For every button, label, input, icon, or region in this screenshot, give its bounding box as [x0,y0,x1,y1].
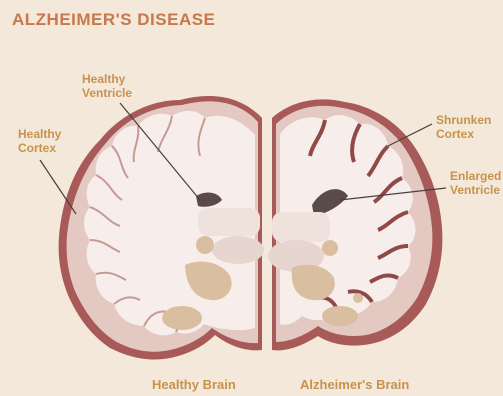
healthy-ventricle-label-line2: Ventricle [82,86,132,100]
alzheimers-temporal-structure [322,306,358,326]
healthy-basal-ganglia [196,236,214,254]
alzheimers-brain-caption: Alzheimer's Brain [300,377,409,392]
healthy-cortex-label: Healthy Cortex [18,127,61,155]
enlarged-ventricle-label-line2: Ventricle [450,183,501,197]
healthy-brain-caption: Healthy Brain [152,377,236,392]
shrunken-cortex-label-line1: Shrunken [436,113,491,127]
healthy-thalamus [212,236,264,264]
shrunken-cortex-label: Shrunken Cortex [436,113,491,141]
healthy-corpus-callosum [198,208,260,236]
shrunken-cortex-label-line2: Cortex [436,127,491,141]
healthy-cortex-label-line2: Cortex [18,141,61,155]
enlarged-ventricle-label-line1: Enlarged [450,169,501,183]
healthy-temporal-structure [162,306,202,330]
healthy-cortex-label-line1: Healthy [18,127,61,141]
alzheimers-small-structure [353,293,363,303]
alzheimers-corpus-callosum [272,212,330,242]
healthy-ventricle-label: Healthy Ventricle [82,72,132,100]
healthy-ventricle-label-line1: Healthy [82,72,132,86]
diagram-title: ALZHEIMER'S DISEASE [12,10,215,30]
enlarged-ventricle-label: Enlarged Ventricle [450,169,501,197]
alzheimers-basal-ganglia [322,240,338,256]
